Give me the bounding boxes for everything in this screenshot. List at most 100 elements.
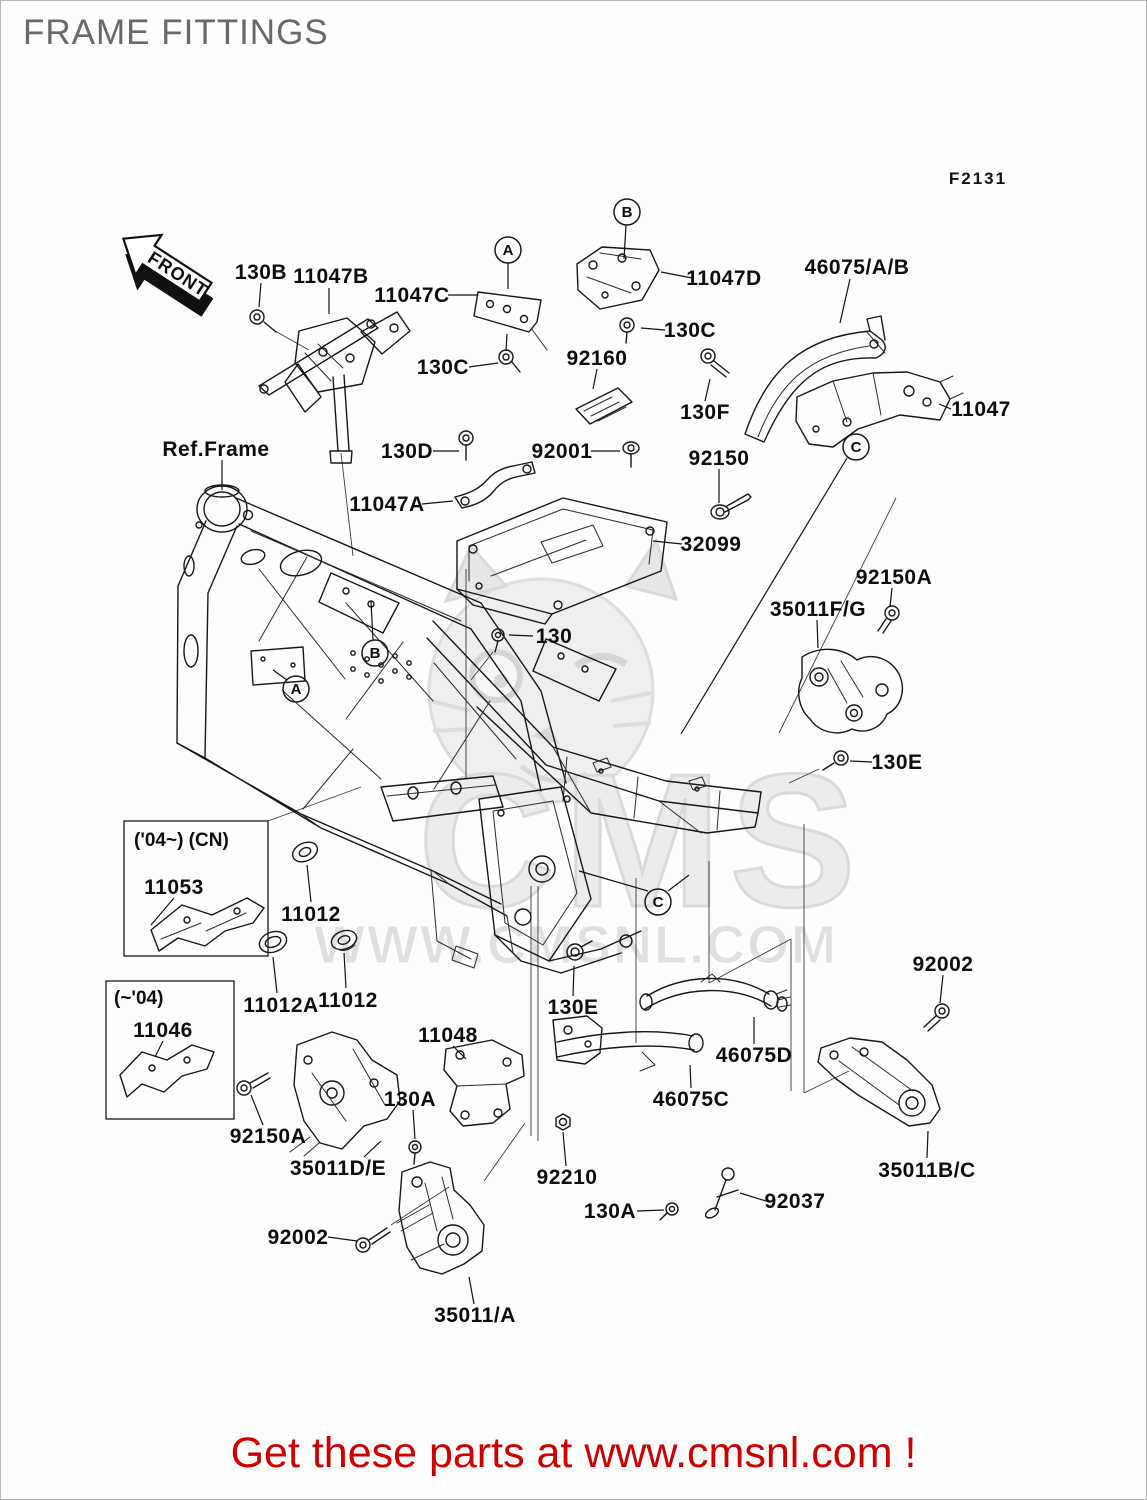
marker-letter-B: B: [370, 645, 381, 662]
leader-line-92160: [592, 368, 598, 390]
part-sketch-11048: [443, 1039, 525, 1127]
marker-circle-A: [494, 236, 522, 264]
marker-circle-C: [842, 433, 870, 461]
part-label-92001: 92001: [532, 440, 593, 463]
part-label-35011/A: 35011/A: [434, 1304, 516, 1327]
bolt-130a-1: [408, 1140, 422, 1165]
part-sketch-11053: [150, 897, 265, 952]
part-label-46075/A/B: 46075/A/B: [805, 256, 910, 279]
bolt-130e-mid: [566, 940, 593, 961]
part-label-130E: 130E: [547, 996, 598, 1019]
marker-leader-C: [667, 874, 690, 892]
bolt-130a-2: [659, 1202, 679, 1221]
part-label-130E: 130E: [871, 751, 922, 774]
marker-letter-A: A: [291, 681, 302, 698]
leader-line-130E: [572, 965, 575, 997]
leader-line-11012A: [272, 956, 278, 994]
leader-line-130B: [258, 282, 262, 308]
variant-box-1: [105, 980, 235, 1120]
marker-leader-A: [505, 333, 508, 352]
leader-line-11047D: [660, 271, 693, 279]
part-label-11047C: 11047C: [374, 284, 449, 307]
part-sketch-46075C: [552, 1015, 704, 1072]
part-label-92160: 92160: [567, 347, 628, 370]
leader-line-35011B/C: [926, 1130, 929, 1159]
part-label-11047B: 11047B: [293, 265, 368, 288]
variant-box-caption-0: ('04~) (CN): [134, 830, 229, 851]
bolt-130c-left: [498, 349, 521, 373]
leader-line-35011D/E: [363, 1140, 382, 1158]
marker-circle-B: [361, 639, 389, 667]
leader-line-130E: [849, 760, 873, 763]
leader-line-35011/A: [468, 1276, 475, 1305]
promo-banner: Get these parts at www.cmsnl.com !: [230, 1429, 917, 1477]
nut-92210: [555, 1113, 571, 1131]
watermark-logo: CMS WWW.CMSNL.COM: [314, 537, 864, 976]
part-sketch-11047A: [454, 461, 536, 509]
part-label-11012A: 11012A: [243, 994, 318, 1017]
part-sketch-35011A: [396, 1161, 485, 1275]
part-sketch-46075AB: [744, 315, 886, 443]
marker-leader-C: [680, 457, 848, 735]
marker-letter-C: C: [851, 439, 862, 456]
page-title: FRAME FITTINGS: [23, 13, 329, 52]
leader-line-11012: [343, 952, 347, 989]
marker-letter-A: A: [503, 242, 514, 259]
screw-92002-left: [355, 1227, 391, 1253]
leader-line-92150A: [889, 587, 893, 608]
marker-letter-B: B: [622, 204, 633, 221]
part-label-130D: 130D: [381, 440, 433, 463]
part-sketch-11047C: [473, 291, 548, 351]
leader-line-46075/A/B: [839, 278, 851, 324]
rivet-dots: [350, 650, 412, 684]
part-sketch-11047: [795, 371, 964, 448]
part-sketch-35011FG: [798, 648, 904, 734]
leader-line-92002: [939, 974, 944, 1004]
leader-line-35011F/G: [816, 619, 819, 649]
screw-92150: [710, 493, 752, 520]
part-label-130C: 130C: [417, 356, 469, 379]
marker-circle-C: [644, 888, 672, 916]
part-label-11053: 11053: [144, 876, 204, 899]
part-label-92210: 92210: [537, 1166, 598, 1189]
leader-line-46075C: [689, 1064, 692, 1089]
part-sketch-11047B: [258, 311, 411, 464]
part-label-35011F/G: 35011F/G: [770, 598, 866, 621]
watermark-logo-text: CMS: [418, 735, 864, 947]
clip-92037: [704, 1167, 739, 1219]
part-label-35011D/E: 35011D/E: [290, 1157, 386, 1180]
bolt-130b: [249, 309, 277, 333]
part-label-35011B/C: 35011B/C: [878, 1159, 975, 1182]
leader-line-92002: [327, 1236, 358, 1242]
construction-lines: [267, 330, 897, 1226]
figure-code: F2131: [948, 169, 1008, 188]
front-arrow: FRONT: [121, 233, 214, 317]
fastener-sketches: [236, 309, 950, 1253]
leader-line-11047: [938, 403, 952, 410]
variant-box-0: [123, 820, 269, 957]
watermark-url-text: WWW.CMSNL.COM: [314, 915, 838, 975]
leader-line-11046: [154, 1040, 164, 1058]
bolt-130: [491, 628, 505, 653]
part-label-11046: 11046: [133, 1019, 193, 1042]
part-label-130C: 130C: [664, 319, 716, 342]
marker-leader-A: [272, 669, 288, 681]
variant-box-caption-1: (~'04): [114, 988, 163, 1009]
part-label-92037: 92037: [765, 1190, 826, 1213]
leader-line-92210: [562, 1131, 567, 1167]
bolt-130d: [458, 430, 474, 461]
leader-line-130A: [412, 1109, 416, 1140]
part-label-Ref.Frame: Ref.Frame: [162, 438, 269, 461]
marker-leader-B: [370, 600, 374, 641]
part-sketch-35011DE: [289, 1031, 401, 1157]
part-sketch-11012-grommets: [258, 841, 358, 954]
marker-circle-B: [613, 198, 641, 226]
leader-line-11048: [452, 1045, 467, 1060]
screw-92002-right: [923, 1003, 950, 1032]
marker-letter-C: C: [653, 894, 664, 911]
part-sketch-11047D: [576, 246, 660, 310]
part-label-46075C: 46075C: [653, 1088, 730, 1111]
leader-line-92150A: [250, 1094, 264, 1126]
part-label-11047: 11047: [951, 398, 1011, 421]
